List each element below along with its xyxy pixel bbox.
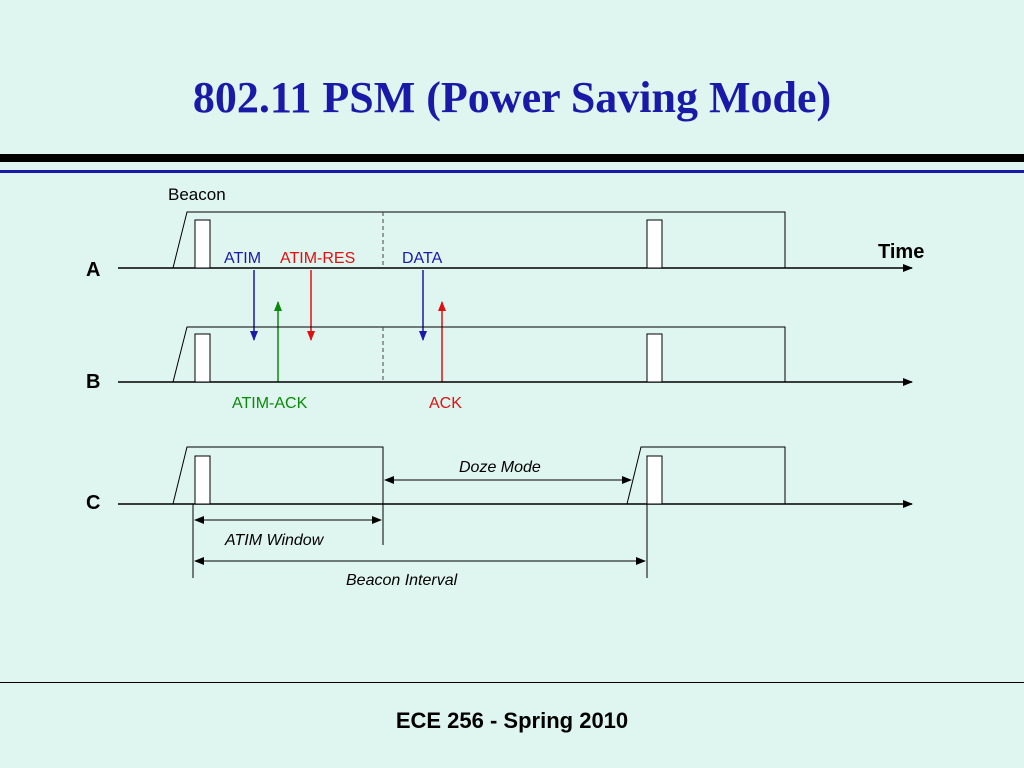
station-c-beacon-1 [194, 455, 211, 505]
station-a-beacon-2 [646, 219, 663, 269]
station-c-timeline [118, 446, 913, 508]
time-label: Time [878, 241, 924, 263]
station-c-awake-envelope-2 [626, 446, 786, 505]
ack-frame-label: ACK [429, 395, 462, 412]
beacon-interval-label: Beacon Interval [346, 572, 458, 589]
slide-title: 802.11 PSM (Power Saving Mode) [192, 73, 832, 122]
station-b-timeline [118, 326, 913, 386]
doze-mode-label: Doze Mode [459, 459, 541, 476]
station-b-beacon-1 [194, 333, 211, 383]
atim-res-frame-label: ATIM-RES [280, 250, 355, 267]
atim-frame-label: ATIM [224, 250, 261, 267]
station-c-label: C [86, 492, 100, 514]
footer-divider [0, 682, 1024, 683]
station-b-label: B [86, 371, 100, 393]
station-c-awake-envelope-1 [172, 446, 384, 505]
station-a-timeline [118, 211, 913, 272]
station-a-beacon-1 [194, 219, 211, 269]
station-a-awake-envelope [172, 211, 786, 269]
atim-ack-frame-label: ATIM-ACK [232, 395, 308, 412]
beacon-label: Beacon [168, 185, 226, 204]
data-frame-label: DATA [402, 250, 443, 267]
station-b-awake-envelope [172, 326, 786, 383]
footer-text: ECE 256 - Spring 2010 [395, 708, 629, 733]
station-c-beacon-2 [646, 455, 663, 505]
station-a-label: A [86, 259, 100, 281]
station-b-beacon-2 [646, 333, 663, 383]
title-divider-thick [0, 154, 1024, 162]
title-divider-blue [0, 170, 1024, 173]
atim-window-label: ATIM Window [224, 532, 325, 549]
